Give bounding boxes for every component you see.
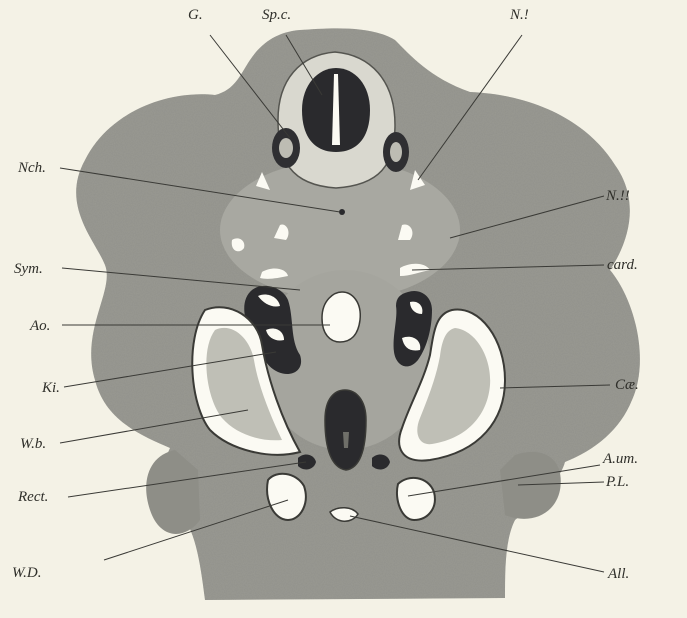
rectum	[325, 390, 366, 470]
label-ki: Ki.	[42, 381, 60, 396]
label-wd: W.D.	[12, 566, 41, 581]
label-aum: A.um.	[603, 452, 638, 467]
label-nch: Nch.	[18, 161, 46, 176]
aorta	[322, 292, 360, 342]
label-n1: N.!	[510, 8, 529, 23]
label-n2: N.!!	[606, 189, 630, 204]
label-sym: Sym.	[14, 262, 43, 277]
label-ca: Cæ.	[615, 378, 639, 393]
label-spc: Sp.c.	[262, 8, 291, 23]
spinal-cord	[278, 52, 395, 188]
label-wb: W.b.	[20, 437, 46, 452]
label-rect: Rect.	[18, 490, 48, 505]
label-card: card.	[607, 258, 638, 273]
label-ao: Ao.	[30, 319, 50, 334]
label-all: All.	[608, 567, 629, 582]
label-pl: P.L.	[606, 475, 629, 490]
label-g: G.	[188, 8, 203, 23]
